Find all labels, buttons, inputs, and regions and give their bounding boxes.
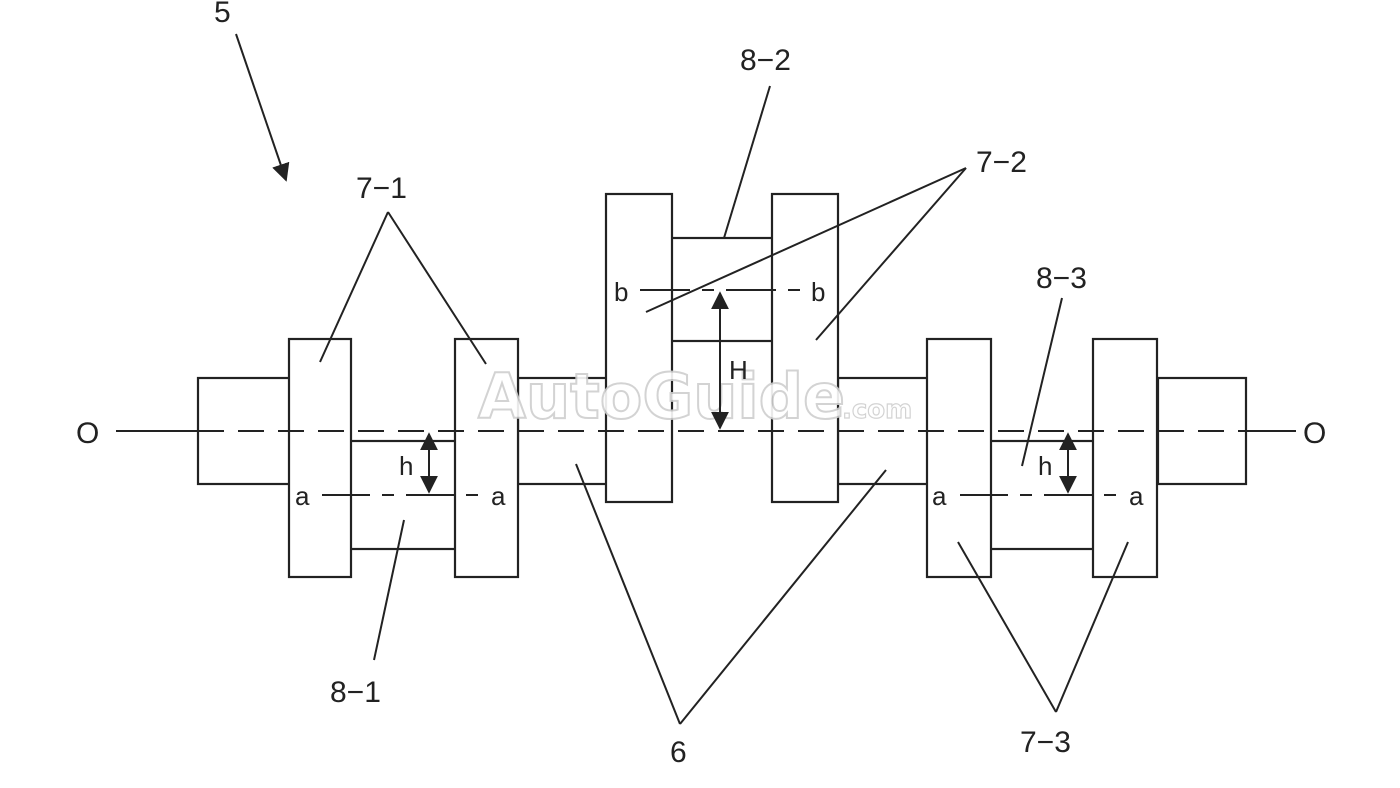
leader-8-3 <box>1021 297 1063 467</box>
watermark-brand: AutoGuide <box>478 360 845 433</box>
reference-labels: 5 7−1 8−2 7−2 8−3 8−1 6 7−3 O O a a a a … <box>76 0 1326 769</box>
label-8-2: 8−2 <box>740 44 791 77</box>
crank-webs <box>287 192 1159 579</box>
leader-7-1-right <box>387 211 487 365</box>
label-7-2: 7−2 <box>976 146 1027 179</box>
label-8-1: 8−1 <box>330 676 381 709</box>
leader-8-1 <box>373 519 405 661</box>
leader-lines <box>235 33 1129 725</box>
label-7-3: 7−3 <box>1020 726 1071 759</box>
watermark: AutoGuide .com <box>477 359 913 434</box>
web-7-1-left <box>287 337 353 579</box>
label-a-2: a <box>491 481 506 511</box>
label-h-1: h <box>399 451 413 481</box>
leader-7-2-right <box>815 167 967 341</box>
leader-7-3-right <box>1055 541 1129 713</box>
leader-6-left <box>575 463 681 725</box>
label-a-1: a <box>295 481 310 511</box>
leader-8-2 <box>723 85 771 239</box>
label-axis-O-right: O <box>1303 417 1326 450</box>
label-a-3: a <box>932 481 947 511</box>
leader-5 <box>235 33 290 182</box>
crank-pins <box>348 236 1096 551</box>
label-8-3: 8−3 <box>1036 262 1087 295</box>
label-b-1: b <box>614 277 628 307</box>
web-7-2-right <box>770 192 840 504</box>
pin-center-lines <box>322 289 1124 496</box>
label-7-1: 7−1 <box>356 172 407 205</box>
web-7-2-left <box>604 192 674 504</box>
label-axis-O-left: O <box>76 417 99 450</box>
label-a-4: a <box>1129 481 1144 511</box>
web-7-3-right <box>1091 337 1159 579</box>
leader-7-3-left <box>957 541 1057 713</box>
web-7-1-right <box>453 337 520 579</box>
label-b-2: b <box>811 277 825 307</box>
leader-7-2-left <box>645 167 967 313</box>
label-5: 5 <box>214 0 231 29</box>
leader-6-right <box>679 469 887 725</box>
watermark-suffix: .com <box>842 395 912 425</box>
leader-7-1-left <box>319 211 389 363</box>
label-6: 6 <box>670 736 687 769</box>
web-7-3-left <box>925 337 993 579</box>
label-h-2: h <box>1038 451 1052 481</box>
label-H: H <box>729 355 748 385</box>
dimension-arrows <box>420 291 1077 494</box>
